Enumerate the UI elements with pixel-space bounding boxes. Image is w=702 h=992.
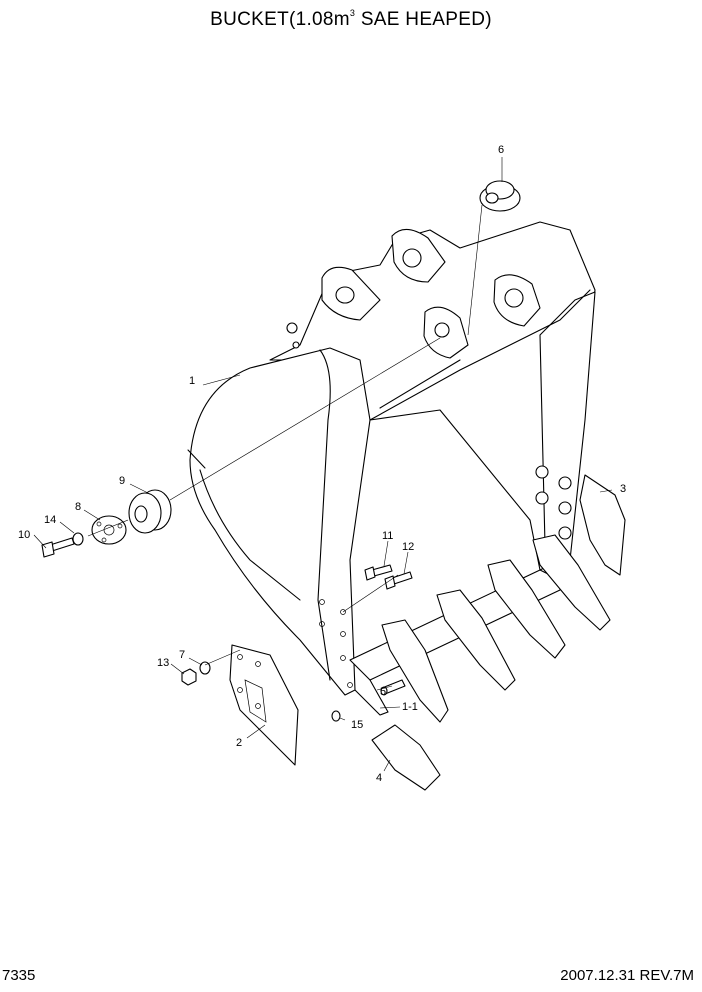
side-plate-holes (319, 599, 353, 688)
callout-14: 14 (44, 514, 56, 526)
callout-13: 13 (157, 657, 169, 669)
side-cutter-right (579, 474, 626, 576)
tooth-pin (380, 679, 406, 696)
title-prefix: BUCKET(1.08m (210, 9, 350, 30)
callout-3: 3 (620, 483, 626, 495)
page-number: 7335 (2, 967, 36, 984)
bolt-11 (364, 564, 393, 581)
callout-6: 6 (498, 144, 504, 156)
callout-12: 12 (402, 541, 414, 553)
callout-11: 11 (382, 530, 393, 542)
date-revision: 2007.12.31 REV.7M (560, 967, 694, 984)
bushing-6 (479, 180, 521, 212)
title-suffix: SAE HEAPED) (355, 9, 492, 30)
callout-8: 8 (75, 501, 81, 513)
callout-1: 1 (189, 375, 195, 387)
nut-13 (181, 668, 197, 686)
bolt-12 (384, 571, 413, 590)
callout-4: 4 (376, 772, 382, 784)
washer-7 (199, 661, 211, 675)
bucket-body (187, 221, 596, 716)
callout-2: 2 (236, 737, 242, 749)
plate-8 (91, 515, 127, 545)
bolt-10 (41, 537, 75, 558)
callout-1-1: 1-1 (402, 701, 418, 713)
right-side-bolts (535, 465, 572, 540)
callout-10: 10 (18, 529, 30, 541)
callout-9: 9 (119, 475, 125, 487)
callout-labels: 1 6 9 8 14 10 11 12 3 7 13 5 1-1 15 2 4 (18, 144, 626, 784)
title-superscript: 3 (349, 8, 356, 18)
callout-7: 7 (179, 649, 185, 661)
side-cutter-left (229, 644, 299, 766)
page-title: BUCKET(1.08m3 SAE HEAPED) (0, 0, 702, 33)
washer-15 (331, 710, 341, 722)
bucket-teeth (371, 534, 611, 791)
callout-15: 15 (351, 719, 363, 731)
washer-14 (72, 532, 84, 546)
alignment-lines (87, 204, 483, 666)
tooth-4 (371, 724, 441, 791)
leader-lines (33, 157, 613, 772)
callout-5: 5 (380, 686, 386, 698)
collar-9 (128, 489, 172, 534)
